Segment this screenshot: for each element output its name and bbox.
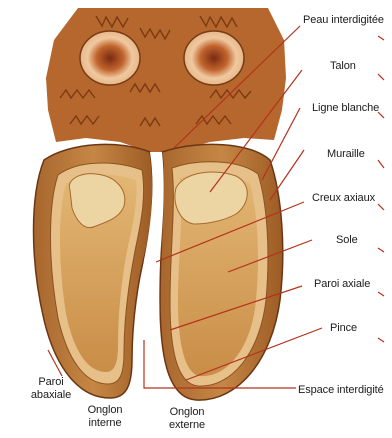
label-paroi-abaxiale-line2: abaxiale [26,389,76,402]
label-onglon-interne-line1: Onglon [80,404,130,417]
label-paroi-abaxiale: Paroi abaxiale [26,376,76,402]
edge-ticks [378,36,384,342]
label-pince: Pince [330,322,357,335]
label-talon: Talon [330,60,356,73]
label-peau-interdigitee: Peau interdigitée [303,14,384,27]
label-onglon-externe: Onglon externe [162,406,212,432]
label-onglon-externe-line2: externe [162,419,212,432]
label-espace-interdigite: Espace interdigité [298,384,384,397]
label-onglon-interne: Onglon interne [80,404,130,430]
label-creux-axiaux: Creux axiaux [312,192,375,205]
dewclaw-right [184,31,244,85]
dewclaw-left [80,31,140,85]
label-paroi-abaxiale-line1: Paroi [26,376,76,389]
label-sole: Sole [336,234,358,247]
label-paroi-axiale: Paroi axiale [314,278,370,291]
label-muraille: Muraille [327,148,365,161]
label-onglon-externe-line1: Onglon [162,406,212,419]
label-onglon-interne-line2: interne [80,417,130,430]
label-ligne-blanche: Ligne blanche [312,102,379,115]
skin-region [46,8,286,160]
